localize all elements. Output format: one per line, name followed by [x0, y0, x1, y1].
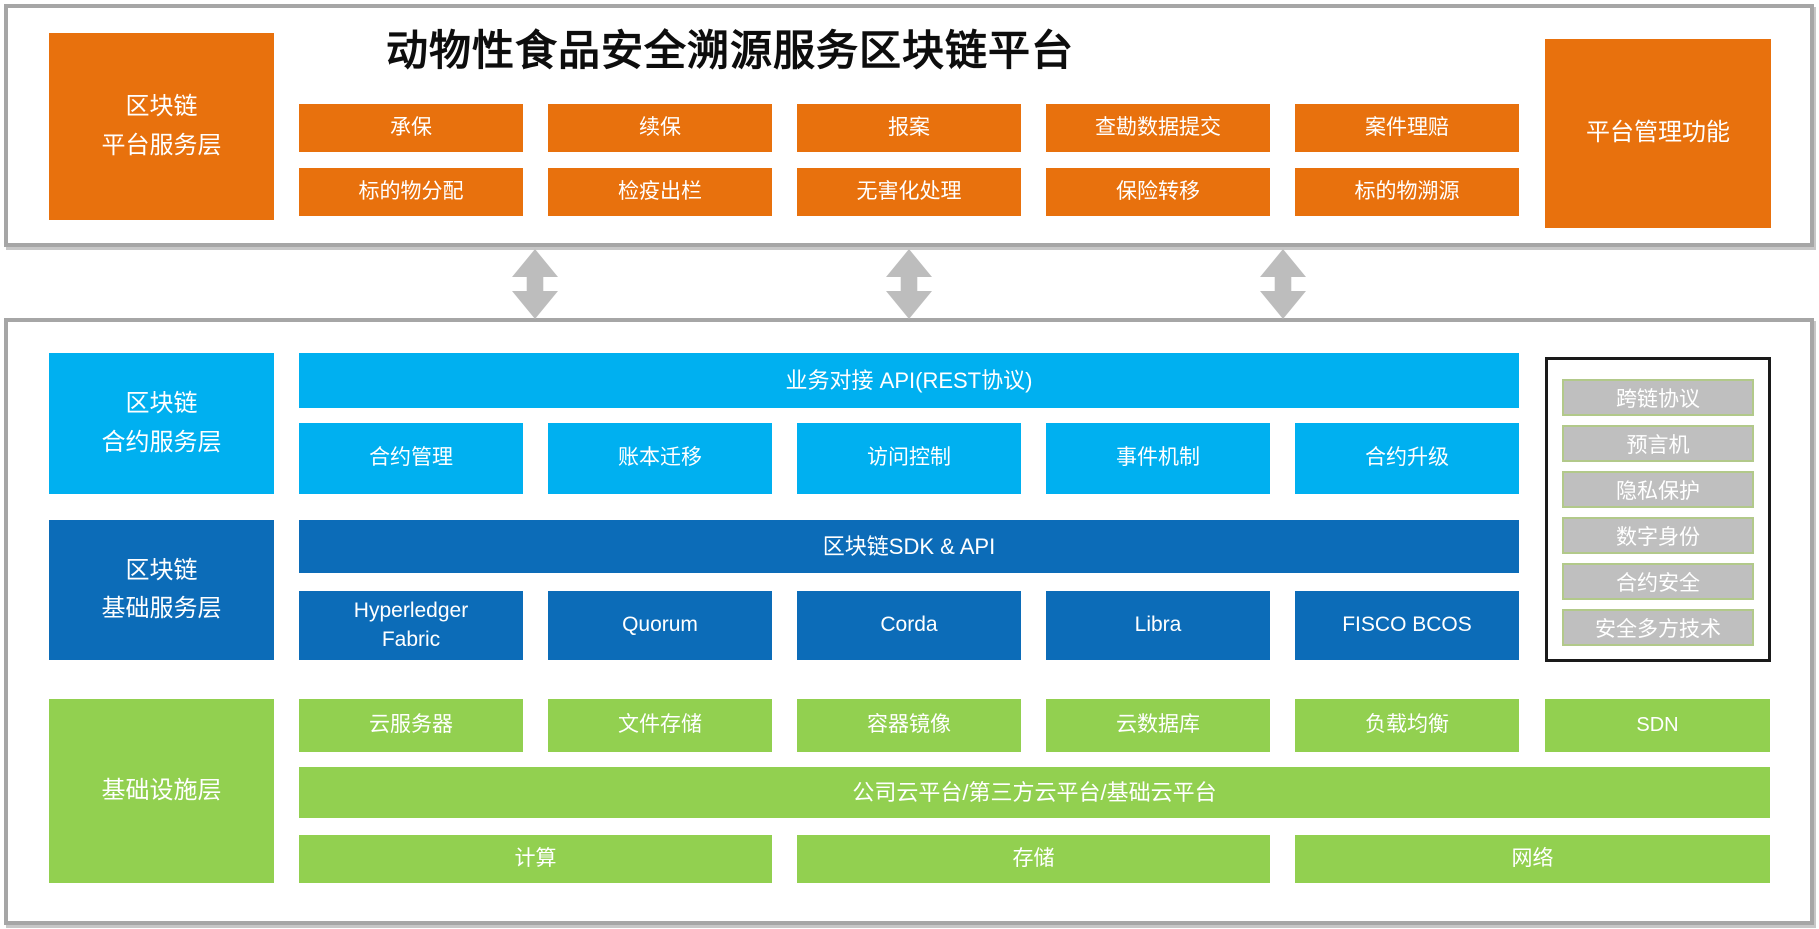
contract-button: 账本迁移	[548, 423, 772, 494]
platform-layer-label-box: 区块链 平台服务层	[49, 33, 274, 220]
sdk-bar: 区块链SDK & API	[299, 520, 1519, 573]
contract-button: 访问控制	[797, 423, 1021, 494]
infra-button: 云数据库	[1046, 699, 1270, 752]
function-button: 续保	[548, 104, 772, 152]
infra-layer-label-box: 基础设施层	[49, 699, 274, 883]
page-title: 动物性食品安全溯源服务区块链平台	[385, 26, 1074, 74]
blockchain-framework-button: Quorum	[548, 591, 772, 660]
function-button: 案件理赔	[1295, 104, 1519, 152]
security-item: 合约安全	[1562, 563, 1754, 600]
function-button: 查勘数据提交	[1046, 104, 1270, 152]
security-item: 隐私保护	[1562, 471, 1754, 508]
security-item: 安全多方技术	[1562, 609, 1754, 646]
contract-button: 合约升级	[1295, 423, 1519, 494]
blockchain-framework-button: Hyperledger Fabric	[299, 591, 523, 660]
double-arrow-icon	[886, 249, 932, 319]
infra-button: SDN	[1545, 699, 1770, 752]
function-button: 检疫出栏	[548, 168, 772, 216]
function-button: 无害化处理	[797, 168, 1021, 216]
base-layer-label-box: 区块链 基础服务层	[49, 520, 274, 660]
cloud-platform-bar: 公司云平台/第三方云平台/基础云平台	[299, 767, 1770, 818]
function-button: 标的物溯源	[1295, 168, 1519, 216]
double-arrow-icon	[512, 249, 558, 319]
infra-resource-button: 存储	[797, 835, 1270, 883]
security-item: 跨链协议	[1562, 379, 1754, 416]
infra-button: 文件存储	[548, 699, 772, 752]
function-button: 报案	[797, 104, 1021, 152]
security-item: 预言机	[1562, 425, 1754, 462]
function-button: 承保	[299, 104, 523, 152]
platform-admin-box: 平台管理功能	[1545, 39, 1771, 228]
blockchain-framework-button: FISCO BCOS	[1295, 591, 1519, 660]
function-button: 标的物分配	[299, 168, 523, 216]
function-button: 保险转移	[1046, 168, 1270, 216]
infra-button: 云服务器	[299, 699, 523, 752]
blockchain-framework-button: Corda	[797, 591, 1021, 660]
infra-resource-button: 网络	[1295, 835, 1770, 883]
blockchain-framework-button: Libra	[1046, 591, 1270, 660]
contract-button: 合约管理	[299, 423, 523, 494]
double-arrow-icon	[1260, 249, 1306, 319]
contract-layer-label-box: 区块链 合约服务层	[49, 353, 274, 494]
security-item: 数字身份	[1562, 517, 1754, 554]
contract-button: 事件机制	[1046, 423, 1270, 494]
infra-button: 容器镜像	[797, 699, 1021, 752]
security-sidebar: 跨链协议 预言机 隐私保护 数字身份 合约安全 安全多方技术	[1545, 357, 1771, 662]
infra-button: 负载均衡	[1295, 699, 1519, 752]
api-bar: 业务对接 API(REST协议)	[299, 353, 1519, 408]
infra-resource-button: 计算	[299, 835, 772, 883]
